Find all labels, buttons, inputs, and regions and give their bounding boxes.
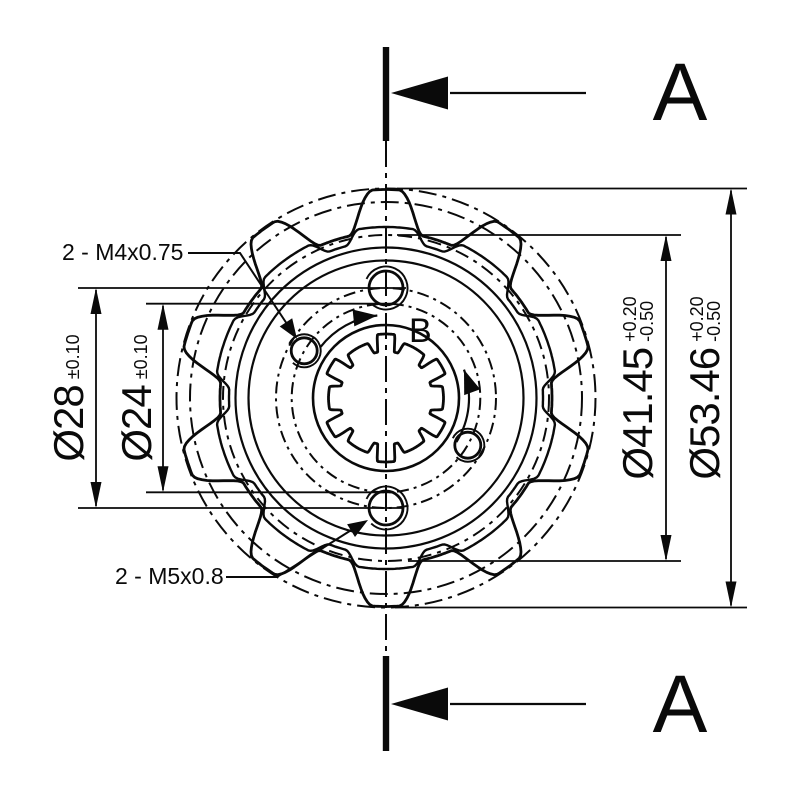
dim-value: Ø41.45 <box>614 347 661 480</box>
dim-label-bolt-circle-m4: Ø24 ±0.10 <box>112 323 160 473</box>
leader-arrow-m4 <box>279 318 297 339</box>
dim-label-pitch-diameter: Ø41.45 +0.20 -0.50 <box>611 283 661 493</box>
dimension-arrow <box>725 581 737 608</box>
section-arrow-bottom <box>391 687 448 721</box>
section-label-a-top: A <box>652 47 708 138</box>
dim-tolerance-lower: -0.50 <box>703 300 724 342</box>
thread-arc-m5 <box>363 265 409 311</box>
dim-value: Ø24 <box>113 385 160 462</box>
tapped-hole-m4 <box>453 430 483 460</box>
detail-label-b: B <box>409 312 432 350</box>
dimension-arrow <box>660 535 672 561</box>
detail-b-arc <box>319 314 378 348</box>
dim-tolerance-lower: -0.50 <box>636 300 657 342</box>
dimension-arrow <box>660 235 672 261</box>
teeth-profile-outer <box>182 188 590 608</box>
spline-bore <box>325 332 447 464</box>
dim-value: Ø28 <box>45 385 92 462</box>
dim-label-bolt-circle-m5: Ø28 ±0.10 <box>44 323 92 473</box>
pitch-circle-dashed <box>222 234 550 562</box>
section-arrow-top <box>391 76 448 110</box>
thread-callout-m4: 2 - M4x0.75 <box>62 239 184 265</box>
dimension-arrow <box>90 482 102 508</box>
dimension-arrow <box>90 288 102 314</box>
detail-b-arrow <box>463 369 481 396</box>
section-label-a-bottom: A <box>652 659 708 750</box>
dim-label-outer-diameter: Ø53.46 +0.20 -0.50 <box>678 283 728 493</box>
dim-tolerance: +0.20 -0.50 <box>687 296 724 342</box>
detail-b-arrow <box>352 309 378 327</box>
thread-arc-m5 <box>363 485 409 531</box>
thread-callout-m5: 2 - M5x0.8 <box>115 563 224 589</box>
dimension-arrow <box>157 466 169 493</box>
dim-tolerance: ±0.10 <box>63 334 83 380</box>
leader-arrow-m5 <box>347 520 368 537</box>
dimension-arrow <box>157 303 169 330</box>
leader-m5 <box>226 521 365 578</box>
tapped-hole-m4 <box>289 336 319 366</box>
dim-tolerance: +0.20 -0.50 <box>620 296 657 342</box>
dim-tolerance: ±0.10 <box>131 334 151 380</box>
leader-m4 <box>188 252 294 334</box>
dim-value: Ø53.46 <box>681 347 728 480</box>
teeth-profile-chamfer <box>215 225 557 571</box>
dimension-arrow <box>725 188 737 215</box>
